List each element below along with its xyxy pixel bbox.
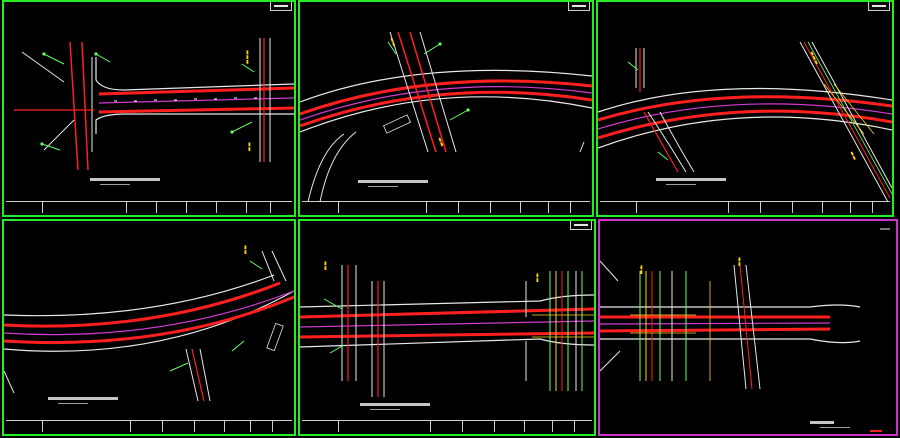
svg-text:▬▬: ▬▬ [848,150,858,161]
sheet-caption [360,403,430,410]
title-stamp-icon [568,2,590,11]
drawing-sheet-2[interactable]: ▬▬ ▬▬ [298,0,594,217]
title-block [302,201,590,213]
svg-text:▬▬▬: ▬▬▬ [244,50,250,64]
svg-text:▬▬: ▬▬ [322,261,328,271]
sheet-caption [810,421,850,428]
svg-text:▬▬▬: ▬▬▬ [808,50,820,66]
drawing-sheet-4[interactable]: ▬▬ [2,219,296,436]
svg-text:▬▬: ▬▬ [736,257,742,267]
road-plan-drawing: ▬▬ ▬▬ [300,31,592,203]
road-plan-drawing: ▬▬▬ ▬▬ [598,41,892,203]
svg-text:▬▬: ▬▬ [242,245,248,255]
drawing-sheet-5[interactable]: ▬▬ ▬▬ [298,219,596,436]
title-stamp-icon [270,2,292,11]
title-stamp-icon [570,221,592,230]
svg-text:▬▬: ▬▬ [534,273,540,283]
road-plan-drawing: ▬▬ ▬▬ [300,261,594,397]
drawing-sheet-6[interactable]: ▬▬ ▬▬ [598,219,898,436]
sheet-caption [90,178,160,185]
title-stamp-icon [868,2,890,11]
sheet-caption [358,180,428,187]
svg-text:▬▬: ▬▬ [388,37,397,48]
svg-text:▬▬: ▬▬ [246,142,252,152]
title-block [6,201,292,213]
drawing-sheet-3[interactable]: ▬▬▬ ▬▬ [596,0,894,217]
sheet-caption [656,178,726,185]
road-plan-drawing: ▬▬▬ ▬▬ [14,38,294,171]
sheet-number-mark [870,430,882,432]
road-plan-drawing: ▬▬ ▬▬ [600,228,890,390]
svg-text:▬▬: ▬▬ [436,137,445,148]
sheet-caption [48,397,118,404]
title-block [6,420,292,432]
title-block [302,420,592,432]
svg-text:▬▬: ▬▬ [638,265,644,275]
drawing-sheet-1[interactable]: ▬▬▬ ▬▬ [2,0,296,217]
road-plan-drawing: ▬▬ [4,245,294,402]
title-block [600,201,890,213]
